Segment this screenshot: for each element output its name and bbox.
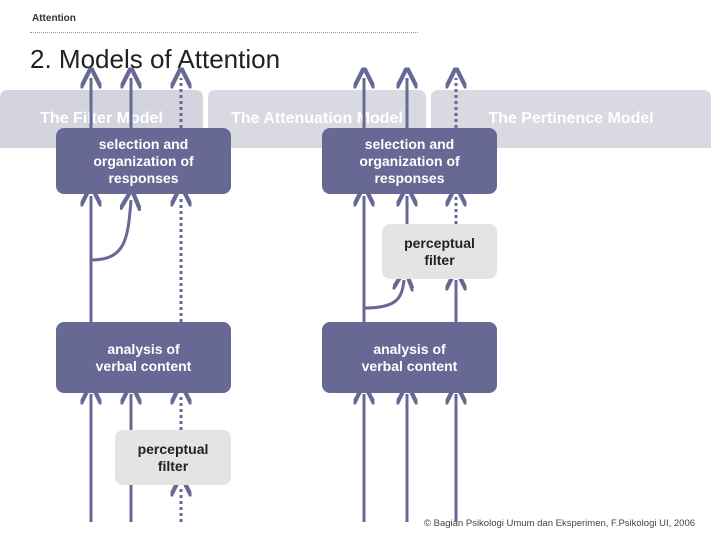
box-line: selection and [364,135,455,152]
arrow-right-curve [363,280,404,310]
box-line: analysis of [373,340,446,357]
box-line: selection and [98,135,189,152]
box-line: responses [374,169,445,186]
box-line: analysis of [107,340,180,357]
box-line: organization of [93,152,194,169]
left-selection-box: selection and organization of responses [56,128,231,194]
box-line: perceptual [404,234,475,251]
left-perceptual-filter-box: perceptual filter [115,430,231,485]
box-line: perceptual [137,440,209,457]
arrow-left-curve [90,200,131,262]
box-line: organization of [359,152,460,169]
slide-title: 2. Models of Attention [30,44,281,74]
header-label: Attention [32,13,76,24]
right-perceptual-filter-box: perceptual filter [382,224,497,279]
box-line: responses [108,169,179,186]
box-line: filter [157,457,189,474]
box-line: verbal content [95,357,192,374]
box-line: filter [424,251,455,268]
right-selection-box: selection and organization of responses [322,128,497,194]
right-analysis-box: analysis of verbal content [322,322,497,393]
box-line: verbal content [361,357,458,374]
left-analysis-box: analysis of verbal content [56,322,231,393]
header-divider [30,32,418,33]
copyright-footer: © Bagian Psikologi Umum dan Eksperimen, … [424,518,696,529]
